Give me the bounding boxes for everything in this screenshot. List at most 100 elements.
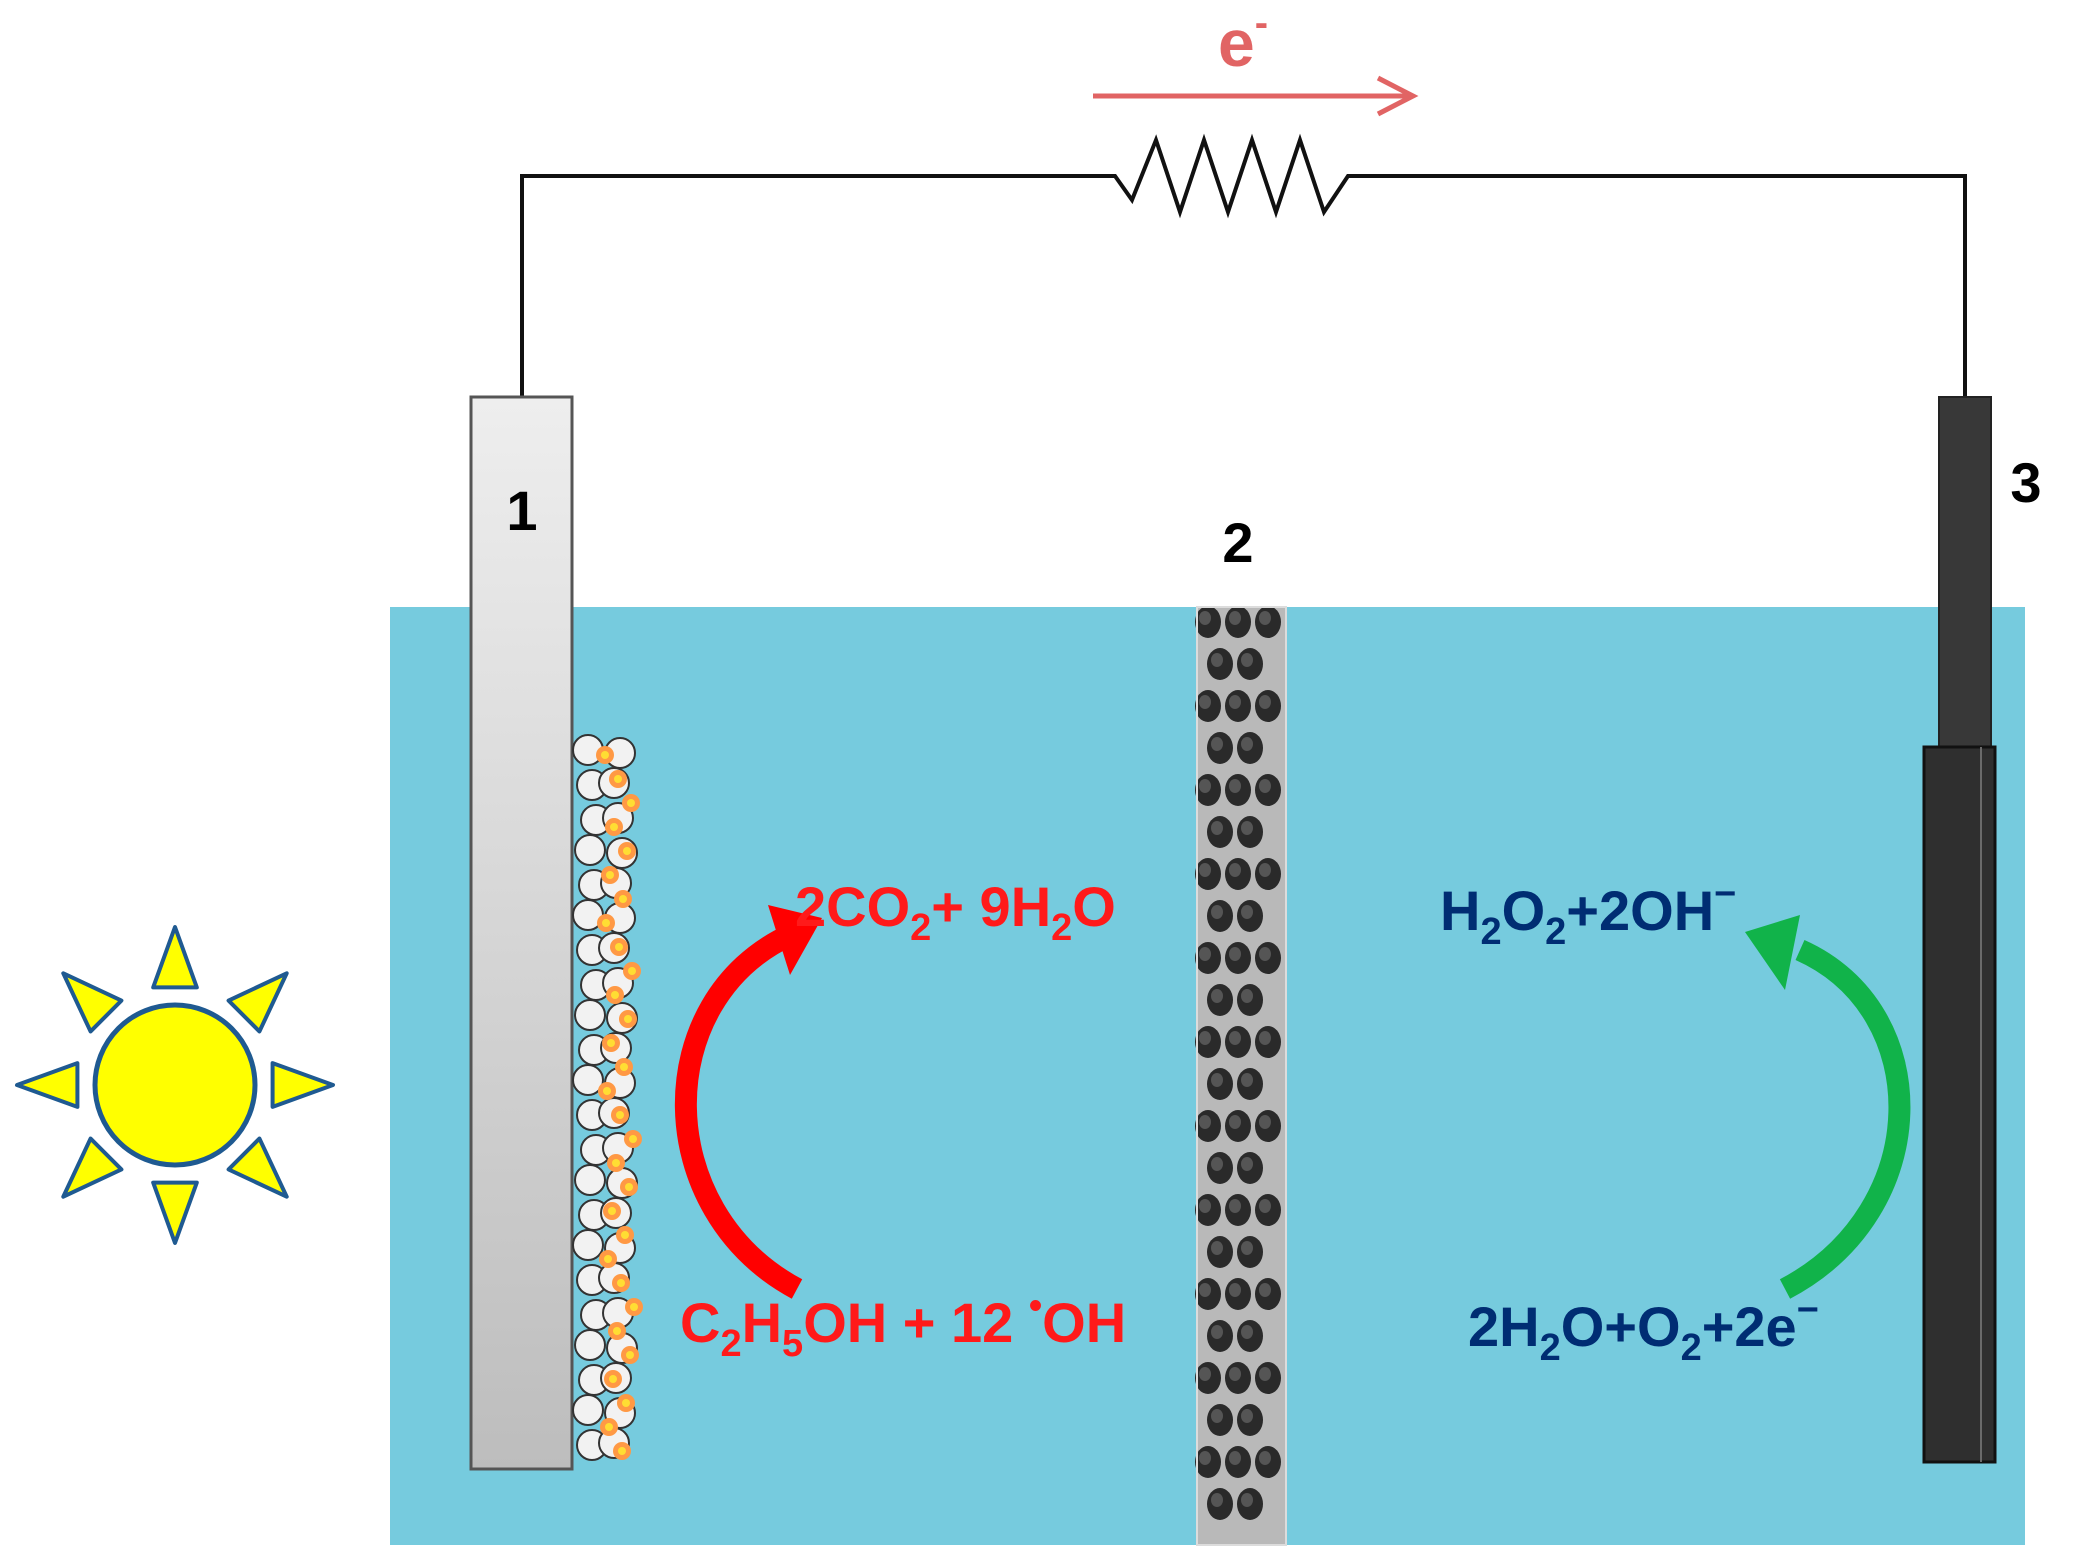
sun-ray [15, 1061, 80, 1109]
external-circuit-wire [520, 133, 1967, 397]
pore [1229, 1451, 1241, 1465]
pore [1211, 1157, 1223, 1171]
particle [621, 1231, 629, 1239]
photocatalyst-particles [572, 734, 643, 1461]
particle [612, 1159, 620, 1167]
sun-ray [226, 971, 289, 1034]
particle [608, 1207, 616, 1215]
pore [1241, 905, 1253, 919]
particle [601, 751, 609, 759]
pore [1241, 989, 1253, 1003]
particle [624, 1015, 632, 1023]
particle [572, 1229, 604, 1261]
particle [574, 1329, 606, 1361]
pore [1241, 653, 1253, 667]
particle [574, 999, 606, 1031]
pore [1199, 1367, 1211, 1381]
pore [1229, 695, 1241, 709]
pore [1229, 1283, 1241, 1297]
particle [574, 1164, 606, 1196]
pore [1259, 1451, 1271, 1465]
pore [1229, 1031, 1241, 1045]
pore [1259, 863, 1271, 877]
pore [1229, 611, 1241, 625]
pore [1229, 779, 1241, 793]
particle [629, 1135, 637, 1143]
particle [620, 1063, 628, 1071]
pore [1241, 1325, 1253, 1339]
particle [610, 823, 618, 831]
sun-ray [151, 1180, 199, 1245]
particle [618, 1447, 626, 1455]
sun-ray [61, 1136, 124, 1199]
cathode-number-label: 3 [2010, 451, 2041, 514]
pore [1199, 1031, 1211, 1045]
particle [603, 1087, 611, 1095]
pore [1229, 1199, 1241, 1213]
sun-ray [270, 1061, 335, 1109]
pore [1211, 905, 1223, 919]
pore [1211, 1493, 1223, 1507]
membrane-outline [1196, 606, 1287, 1546]
pore [1211, 1073, 1223, 1087]
pore [1241, 821, 1253, 835]
membrane-number-label: 2 [1222, 511, 1253, 574]
anode-product-formula: 2CO2+ 9H2O [795, 875, 1116, 949]
particle [622, 1399, 630, 1407]
pore [1199, 1115, 1211, 1129]
pore [1241, 1157, 1253, 1171]
pore [1241, 1073, 1253, 1087]
pore [1211, 821, 1223, 835]
particle [574, 834, 606, 866]
pore [1259, 947, 1271, 961]
particle [619, 895, 627, 903]
sun-ray [151, 925, 199, 990]
particle [572, 1394, 604, 1426]
pore [1229, 947, 1241, 961]
pore [1259, 779, 1271, 793]
particle [607, 1039, 615, 1047]
sun-disc [92, 1002, 258, 1168]
pore [1229, 1367, 1241, 1381]
particle [615, 943, 623, 951]
particle [609, 1375, 617, 1383]
anode-reaction-arrow [674, 905, 822, 1299]
cathode-electrode [1922, 396, 1997, 1464]
particle [623, 847, 631, 855]
pore [1199, 1283, 1211, 1297]
porous-membrane [1195, 606, 1287, 1546]
particle [616, 1111, 624, 1119]
particle [613, 1327, 621, 1335]
particle [572, 1064, 604, 1096]
pore [1211, 1325, 1223, 1339]
sun-ray [61, 971, 124, 1034]
photoanode-electrode [469, 395, 574, 1471]
particle [625, 1183, 633, 1191]
electron-flow-arrow [1093, 75, 1419, 117]
pore [1259, 1283, 1271, 1297]
pore [1199, 1199, 1211, 1213]
anode-reactant-formula: C2H5OH + 12 •OH [680, 1285, 1126, 1365]
pore [1229, 863, 1241, 877]
particle [602, 919, 610, 927]
particle [614, 775, 622, 783]
particle [605, 1423, 613, 1431]
pore [1211, 653, 1223, 667]
pore [1259, 1367, 1271, 1381]
particle [626, 1351, 634, 1359]
particle [611, 991, 619, 999]
pore [1259, 1199, 1271, 1213]
pore [1211, 737, 1223, 751]
pore [1241, 1241, 1253, 1255]
anode-number-label: 1 [506, 479, 537, 542]
pore [1199, 779, 1211, 793]
pore [1259, 695, 1271, 709]
pore [1211, 989, 1223, 1003]
pore [1211, 1241, 1223, 1255]
sun-icon [15, 925, 335, 1245]
particle [604, 1255, 612, 1263]
pore [1241, 1493, 1253, 1507]
pore [1199, 1451, 1211, 1465]
